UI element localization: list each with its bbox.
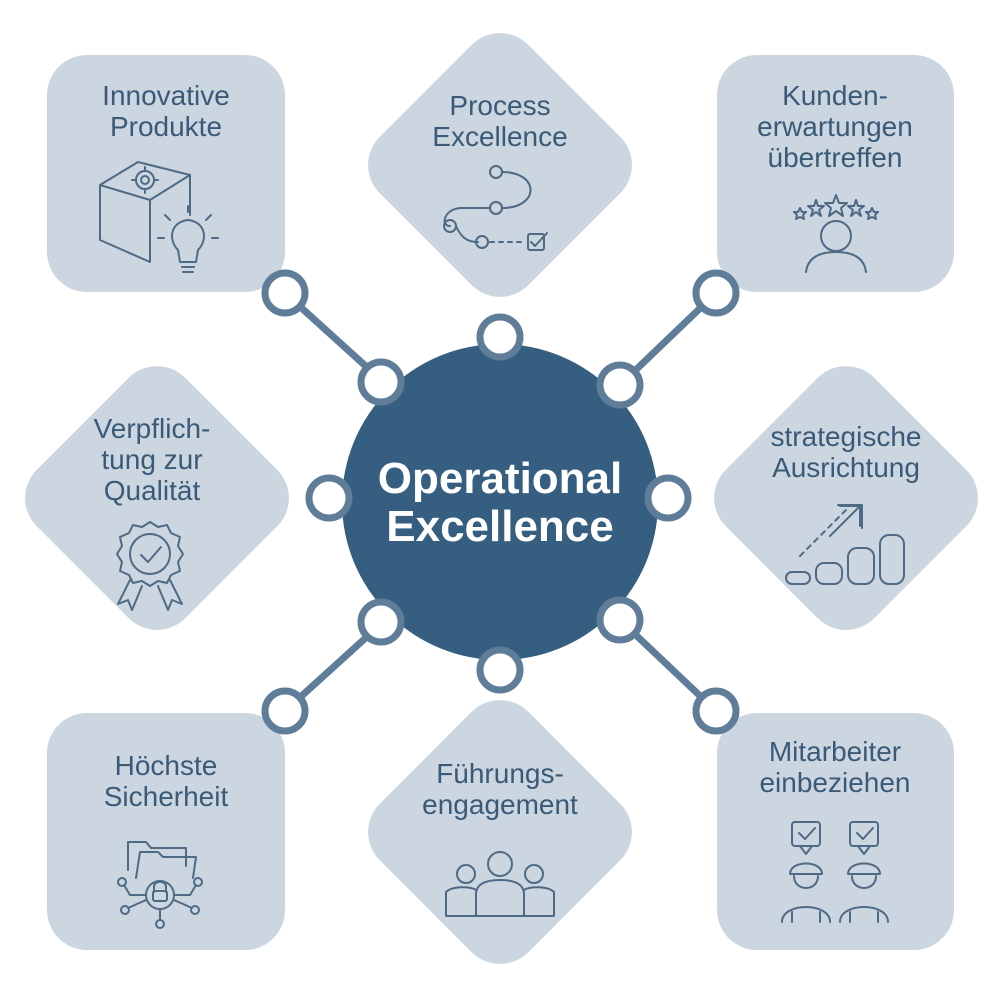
node-bottom [476, 646, 524, 694]
tile-mitarbeiter-einbeziehen [717, 713, 954, 950]
tiles [25, 33, 978, 964]
node-upper-left-outer [261, 269, 309, 317]
tile-kundenerwartungen [717, 55, 954, 292]
node-lower-left-inner [357, 598, 405, 646]
customer-rating-icon [793, 194, 879, 273]
node-left [305, 474, 353, 522]
tile-verpflichtung-qualitaet [25, 366, 289, 630]
workers-check-icon [781, 821, 889, 923]
label-hoechste-sicherheit: Höchste Sicherheit [103, 750, 229, 812]
label-innovative-produkte: Innovative Produkte [102, 80, 230, 142]
tile-process-excellence [368, 33, 632, 297]
process-path-icon [443, 165, 548, 251]
tile-hoechste-sicherheit [47, 713, 285, 950]
label-mitarbeiter-einbeziehen: Mitarbeiter einbeziehen [759, 736, 911, 798]
tile-fuehrungsengagement [368, 700, 632, 964]
label-fuehrungsengagement: Führungs- engagement [422, 758, 578, 820]
node-top [476, 313, 524, 361]
tile-innovative-produkte [47, 55, 285, 292]
node-right [644, 474, 692, 522]
label-verpflichtung-qualitaet: Verpflich- tung zur Qualität [93, 413, 211, 506]
growth-steps-icon [785, 504, 905, 585]
cube-gear-lightbulb-icon [99, 161, 219, 273]
team-icon [445, 851, 555, 917]
center-title: Operational Excellence [377, 454, 623, 551]
node-upper-right-outer [692, 269, 740, 317]
quality-badge-icon [116, 521, 184, 611]
node-lower-right-outer [692, 687, 740, 735]
secure-folder-icon [117, 841, 203, 929]
node-lower-left-outer [261, 687, 309, 735]
node-upper-right-inner [596, 361, 644, 409]
node-upper-left-inner [357, 358, 405, 406]
node-lower-right-inner [596, 596, 644, 644]
nodes [261, 269, 740, 735]
tile-strategische-ausrichtung [714, 366, 978, 630]
center-circle [342, 344, 658, 660]
label-process-excellence: Process Excellence [432, 90, 568, 152]
label-kundenerwartungen: Kunden- erwartungen übertreffen [757, 80, 913, 173]
label-strategische-ausrichtung: strategische Ausrichtung [770, 421, 922, 483]
